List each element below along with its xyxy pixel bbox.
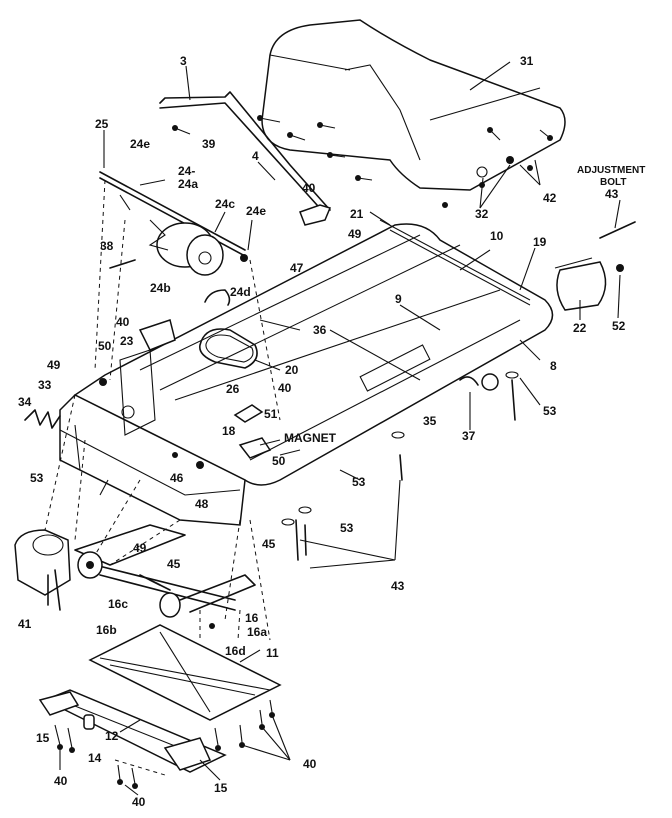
part-label: MAGNET — [284, 431, 337, 445]
rear-bolts — [281, 371, 519, 561]
foot-pad-left — [38, 691, 80, 716]
part-label: 53 — [543, 404, 557, 418]
part-label: 43 — [605, 187, 619, 201]
part-label: 53 — [30, 471, 44, 485]
part-label: 24a — [178, 177, 198, 191]
part-label: 15 — [36, 731, 50, 745]
part-label: 40 — [132, 795, 146, 809]
part-label: 34 — [18, 395, 32, 409]
part-label: 24e — [130, 137, 150, 151]
part-label: 40 — [278, 381, 292, 395]
part-label: 8 — [550, 359, 557, 373]
part-label: 9 — [395, 292, 402, 306]
part-label: 40 — [54, 774, 68, 788]
part-label: 24d — [230, 285, 251, 299]
clip-24d — [204, 289, 231, 306]
part-label: 53 — [352, 475, 366, 489]
part-label: 38 — [100, 239, 114, 253]
part-label: 49 — [47, 358, 61, 372]
part-label: 42 — [543, 191, 557, 205]
handle-bar — [159, 91, 331, 216]
part-label: 49 — [348, 227, 362, 241]
part-label: 46 — [170, 471, 184, 485]
handle-bracket — [299, 204, 332, 226]
part-label: 18 — [222, 424, 236, 438]
part-label: 16 — [245, 611, 259, 625]
magnet — [238, 437, 272, 459]
part-labels: 31 3 39 25 24e 24- 24a 24c 24e 4 40 42 A… — [18, 54, 645, 809]
part-label: 41 — [18, 617, 32, 631]
part-label: 50 — [272, 454, 286, 468]
bottom-screws — [54, 699, 275, 789]
part-label: 24- — [178, 164, 195, 178]
part-label: 16d — [225, 644, 246, 658]
part-label: 3 — [180, 54, 187, 68]
part-label: 52 — [612, 319, 626, 333]
part-label: 23 — [120, 334, 134, 348]
incline-linkage — [74, 524, 256, 629]
part-label: 45 — [262, 537, 276, 551]
foot-14 — [83, 714, 95, 730]
part-label: 16b — [96, 623, 117, 637]
part-label: 33 — [38, 378, 52, 392]
part-label: 25 — [95, 117, 109, 131]
assembly-guides — [44, 179, 281, 776]
part-label: 40 — [303, 757, 317, 771]
leader-lines — [59, 61, 621, 796]
part-label: 31 — [520, 54, 534, 68]
part-label: 37 — [462, 429, 476, 443]
part-label: 26 — [226, 382, 240, 396]
clip-35 — [459, 376, 479, 386]
part-label: 20 — [285, 363, 299, 377]
part-label: 50 — [98, 339, 112, 353]
adjustment-bolt — [599, 221, 636, 239]
part-label: 21 — [350, 207, 364, 221]
part-label: 47 — [290, 261, 304, 275]
part-label: 24e — [246, 204, 266, 218]
part-label: 24c — [215, 197, 235, 211]
drive-shaft-assembly — [99, 171, 248, 276]
part-label: 32 — [475, 207, 489, 221]
part-label: 35 — [423, 414, 437, 428]
motor-cover — [261, 19, 566, 191]
part-label: 45 — [167, 557, 181, 571]
part-label: 10 — [490, 229, 504, 243]
bracket-26 — [233, 404, 264, 423]
walking-deck — [73, 219, 554, 486]
knob-37 — [481, 373, 499, 391]
roller-end-cap — [556, 261, 607, 311]
part-label: BOLT — [600, 177, 626, 188]
part-label: 19 — [533, 235, 547, 249]
part-label: 36 — [313, 323, 327, 337]
part-label: 43 — [391, 579, 405, 593]
part-label: 40 — [302, 181, 316, 195]
drive-belt — [198, 328, 258, 369]
part-label: 48 — [195, 497, 209, 511]
part-label: 24b — [150, 281, 171, 295]
pin-38 — [109, 259, 136, 269]
part-label: 16a — [247, 625, 267, 639]
part-label: 40 — [116, 315, 130, 329]
cover-screws — [257, 115, 553, 208]
part-label: 14 — [88, 751, 102, 765]
spring-34 — [24, 409, 61, 429]
part-label: 16c — [108, 597, 128, 611]
bracket-23 — [138, 319, 176, 351]
incline-motor — [14, 529, 71, 611]
foot-pad-right — [163, 737, 212, 771]
part-label: 22 — [573, 321, 587, 335]
part-label: 11 — [266, 646, 279, 660]
part-label: 49 — [133, 541, 147, 555]
part-label: ADJUSTMENT — [577, 165, 645, 176]
part-label: 12 — [105, 729, 119, 743]
part-label: 53 — [340, 521, 354, 535]
part-label: 15 — [214, 781, 228, 795]
part-label: 39 — [202, 137, 216, 151]
part-label: 51 — [264, 407, 278, 421]
base-crossframe — [88, 624, 282, 721]
part-label: 4 — [252, 149, 259, 163]
